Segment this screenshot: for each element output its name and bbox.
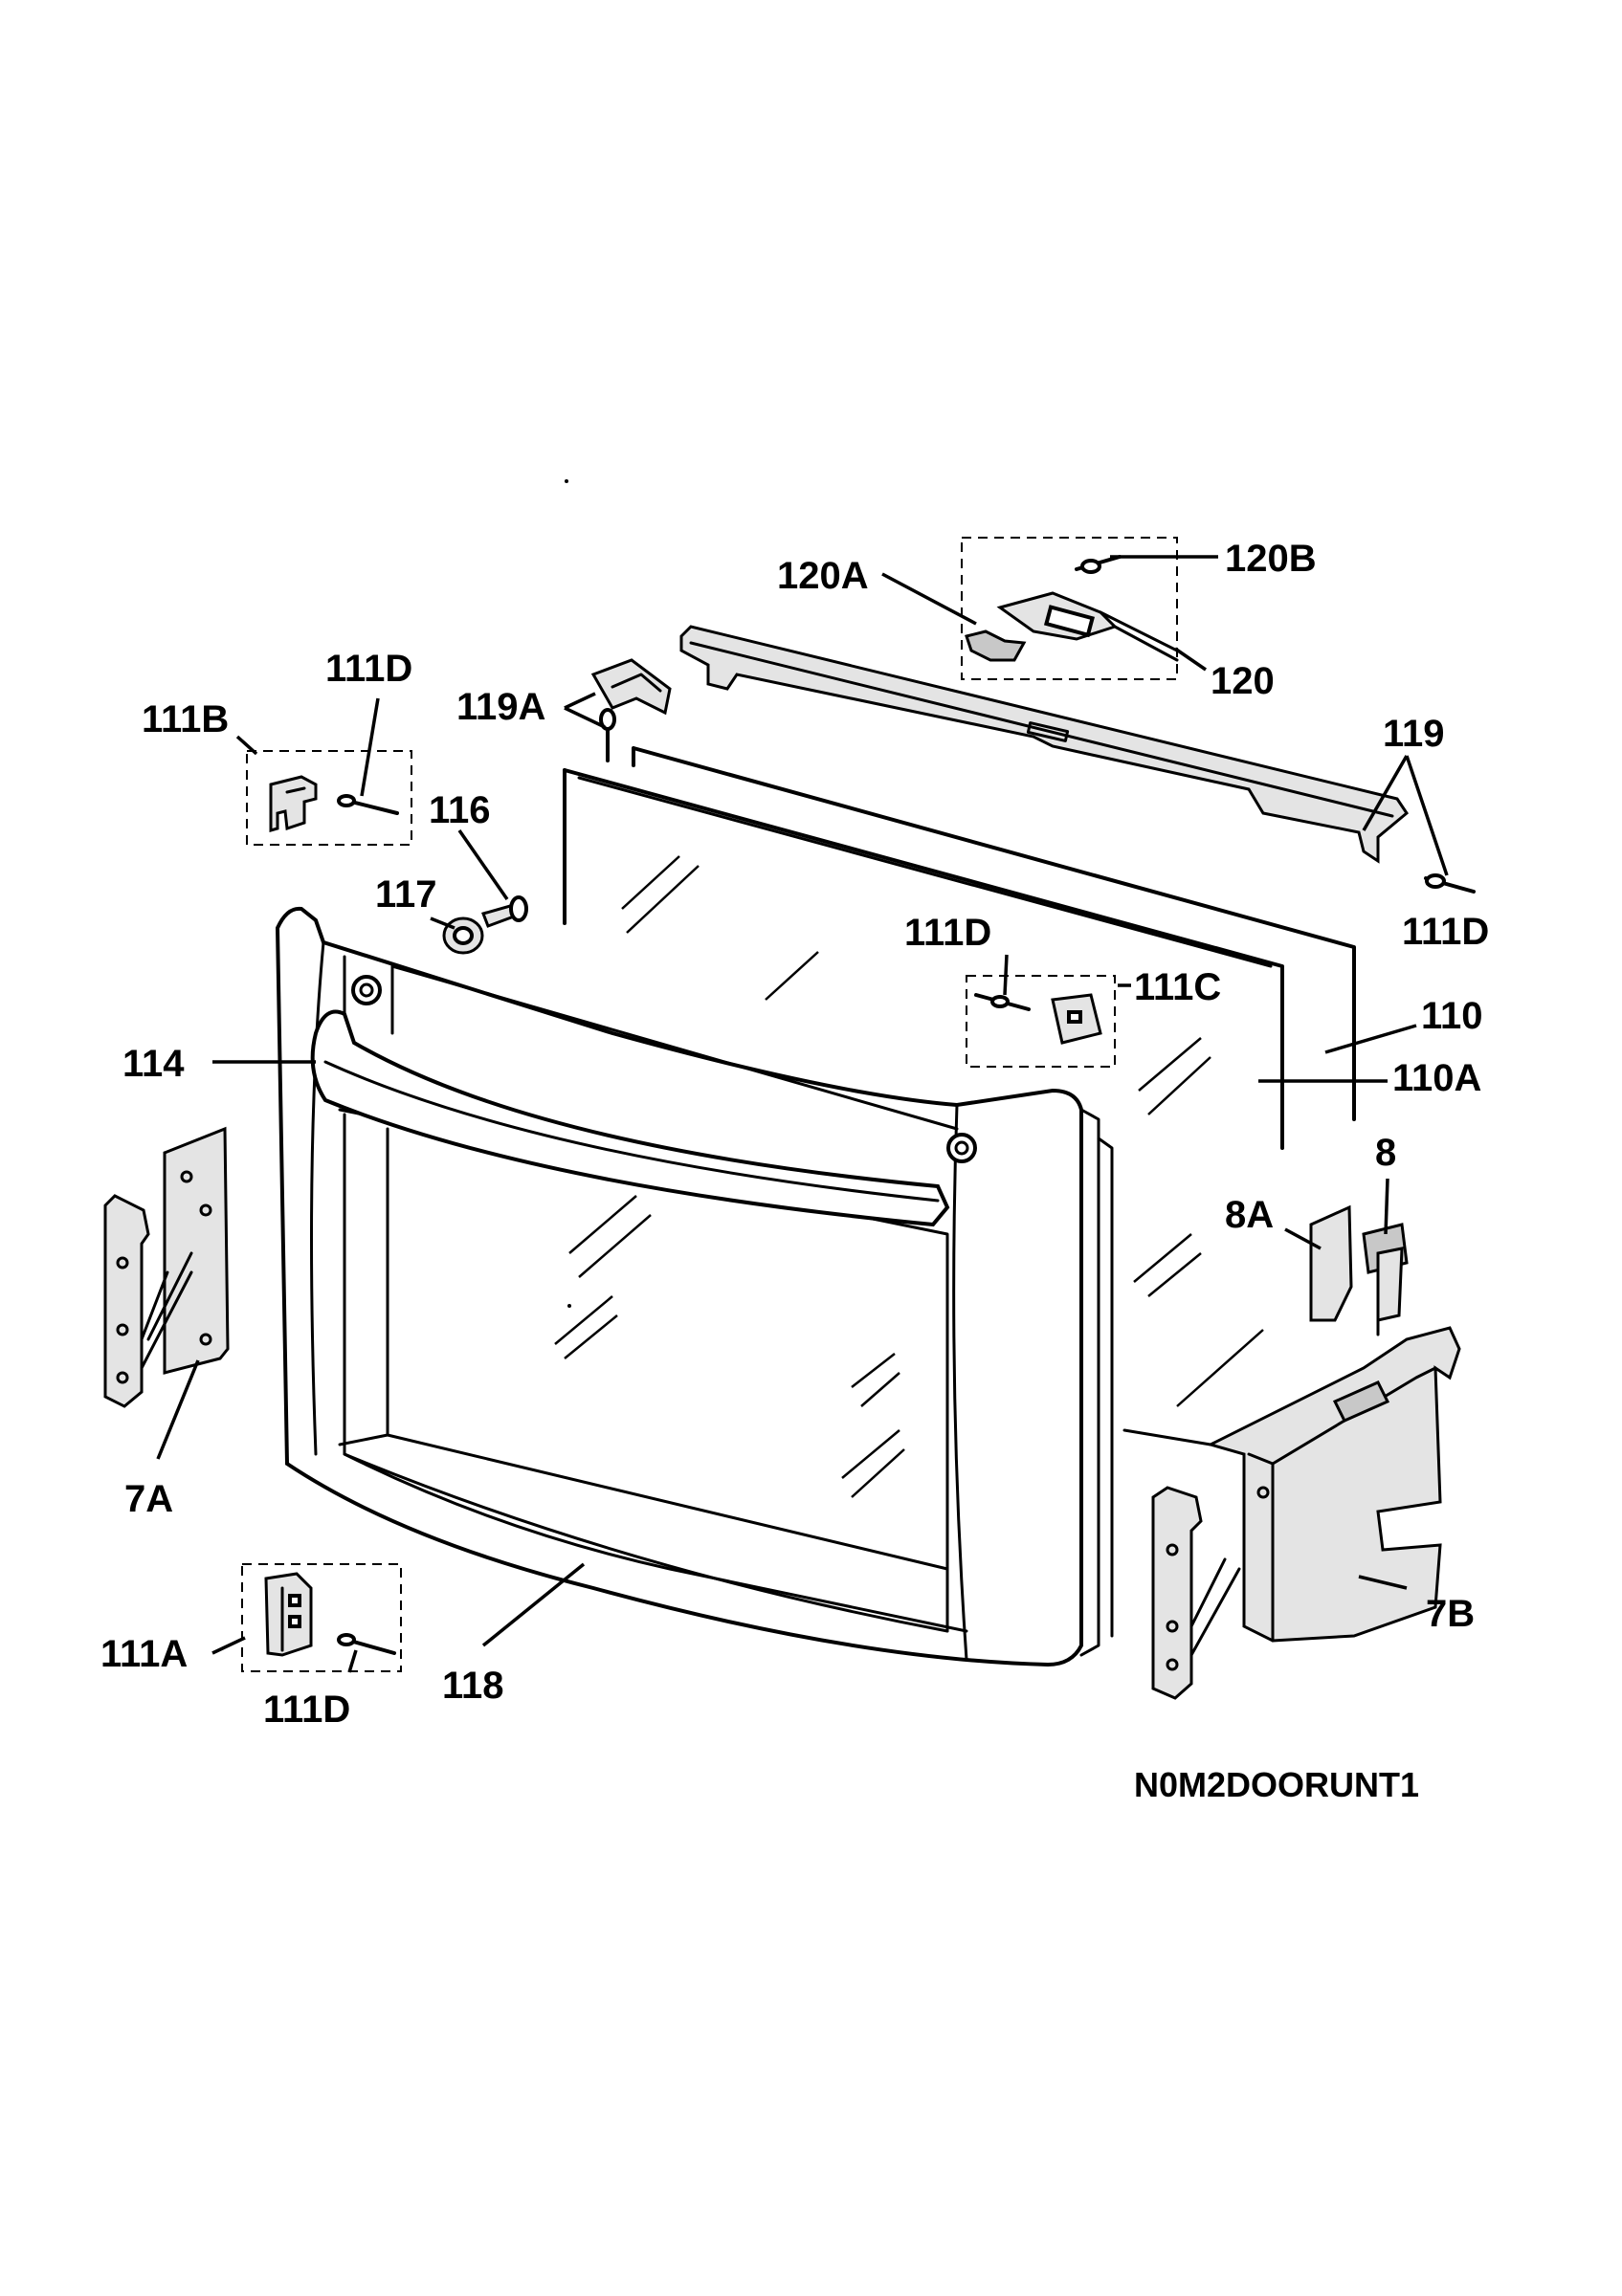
label-111D-top: 111D [325,648,412,690]
label-7B: 7B [1426,1593,1475,1635]
label-111D-mid: 111D [904,912,991,954]
label-111A: 111A [100,1633,188,1675]
label-111C: 111C [1134,966,1221,1008]
stray-dot [565,479,568,483]
clip-111A [264,1572,396,1657]
bracket-8A [1309,1204,1353,1322]
label-8: 8 [1375,1132,1396,1174]
label-120A: 120A [777,555,869,597]
door-front-118 [275,906,1114,1667]
label-110: 110 [1421,995,1483,1037]
label-120: 120 [1211,660,1275,702]
hinge-7B [1151,1326,1461,1700]
pin-111D-right [1424,873,1476,894]
label-117: 117 [375,873,437,916]
handle-114 [310,1009,950,1227]
label-111D-bottom: 111D [263,1689,350,1731]
label-111D-right: 111D [1402,911,1489,953]
bracket-119A [590,658,672,762]
part-111C-box [966,975,1116,1068]
part-120-box [961,537,1178,680]
label-119: 119 [1383,713,1445,755]
label-118: 118 [442,1665,504,1707]
diagram-code: N0M2DOORUNT1 [1134,1765,1419,1804]
switch-8 [1362,1223,1409,1336]
pin-120B [1075,555,1122,574]
label-110A: 110A [1392,1057,1481,1099]
hinge-7A [103,1126,230,1408]
label-8A: 8A [1225,1194,1274,1236]
part-111A-box [241,1563,402,1672]
part-111B-box [246,750,412,846]
inner-glass-110 [632,746,1356,1121]
top-trim-strip [679,625,1409,864]
latch-120A [965,591,1179,662]
inner-glass-110A [563,768,1284,1446]
washer-117 [442,916,484,955]
clip-111B [269,775,399,832]
label-114: 114 [122,1043,185,1085]
label-111B: 111B [142,698,229,740]
label-119A: 119A [456,686,545,728]
label-120B: 120B [1225,538,1317,580]
part-labels: 120B 120A 120 119 119A 111D 111B 116 117… [100,538,1489,1804]
label-7A: 7A [124,1478,173,1520]
label-116: 116 [429,789,491,831]
clip-111C [974,993,1102,1045]
screw-116 [481,895,528,928]
leader-lines [156,555,1449,1673]
